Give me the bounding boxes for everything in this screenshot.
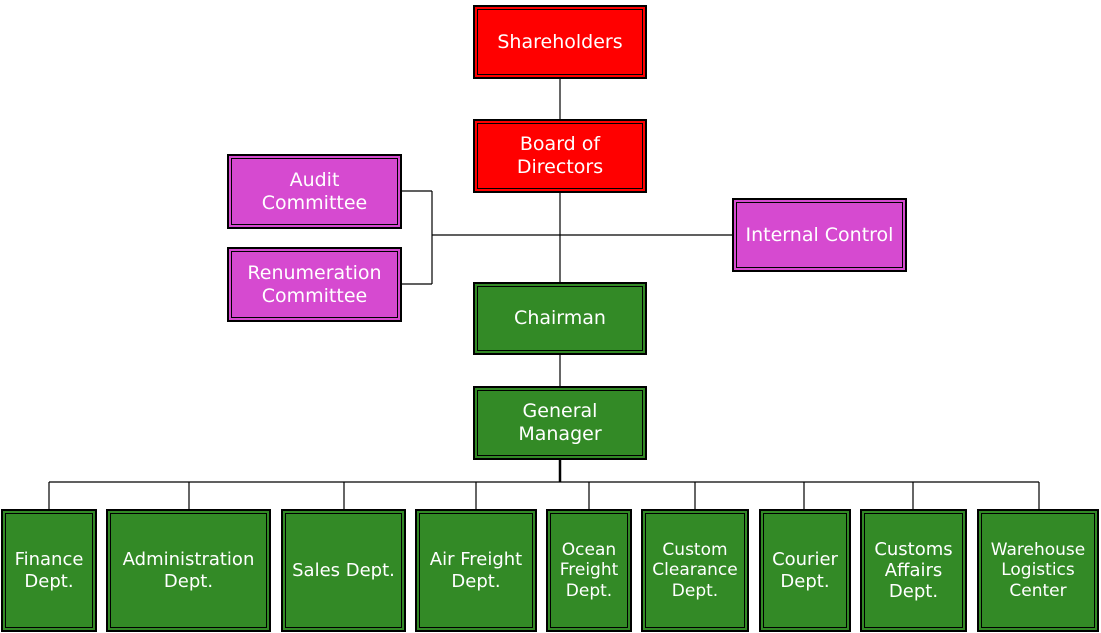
dept-finance-box: Finance Dept. bbox=[1, 509, 97, 632]
dept-customs-affairs-box: Customs Affairs Dept. bbox=[860, 509, 967, 632]
dept-courier-box: Courier Dept. bbox=[759, 509, 851, 632]
board-of-directors-box: Board of Directors bbox=[473, 119, 647, 193]
audit-committee-box: Audit Committee bbox=[227, 154, 402, 229]
dept-sales-box: Sales Dept. bbox=[281, 509, 406, 632]
internal-control-label: Internal Control bbox=[745, 223, 894, 246]
dept-air-freight-box: Air Freight Dept. bbox=[415, 509, 537, 632]
dept-custom-clearance-box: Custom Clearance Dept. bbox=[641, 509, 749, 632]
dept-custom-clearance-label: Custom Clearance Dept. bbox=[652, 540, 738, 601]
dept-courier-label: Courier Dept. bbox=[772, 549, 838, 592]
dept-finance-label: Finance Dept. bbox=[14, 549, 84, 592]
board-of-directors-label: Board of Directors bbox=[516, 133, 604, 178]
internal-control-box: Internal Control bbox=[732, 198, 907, 272]
shareholders-label: Shareholders bbox=[497, 30, 623, 53]
chairman-box: Chairman bbox=[473, 282, 647, 355]
audit-committee-label: Audit Committee bbox=[261, 168, 368, 214]
renumeration-committee-box: Renumeration Committee bbox=[227, 247, 402, 322]
dept-administration-label: Administration Dept. bbox=[122, 549, 255, 592]
dept-ocean-freight-label: Ocean Freight Dept. bbox=[559, 540, 619, 601]
chairman-label: Chairman bbox=[514, 307, 606, 330]
dept-ocean-freight-box: Ocean Freight Dept. bbox=[546, 509, 632, 632]
dept-warehouse-logistics-box: Warehouse Logistics Center bbox=[977, 509, 1099, 632]
shareholders-box: Shareholders bbox=[473, 5, 647, 79]
renumeration-committee-label: Renumeration Committee bbox=[247, 261, 382, 307]
general-manager-label: General Manager bbox=[518, 400, 602, 445]
dept-warehouse-logistics-label: Warehouse Logistics Center bbox=[990, 540, 1086, 601]
dept-administration-box: Administration Dept. bbox=[106, 509, 271, 632]
dept-air-freight-label: Air Freight Dept. bbox=[429, 549, 523, 592]
dept-sales-label: Sales Dept. bbox=[292, 559, 395, 581]
dept-customs-affairs-label: Customs Affairs Dept. bbox=[874, 538, 953, 603]
general-manager-box: General Manager bbox=[473, 386, 647, 460]
